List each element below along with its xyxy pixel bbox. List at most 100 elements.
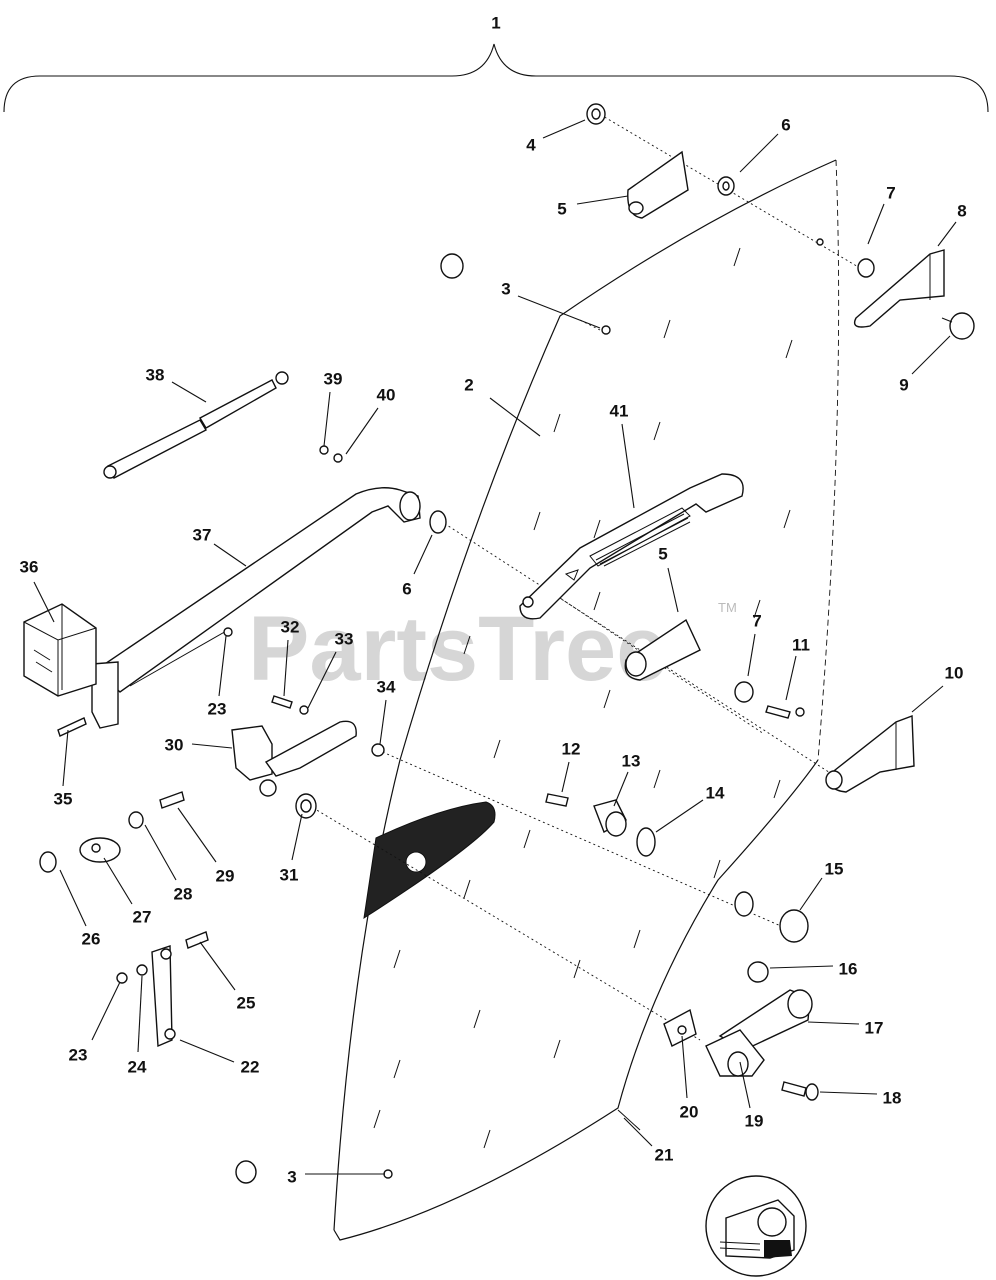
callout-c13: 13 <box>622 751 641 770</box>
part-23-rod-upper <box>223 627 233 637</box>
part-9-knob <box>941 312 975 340</box>
leader-line-c37 <box>213 543 247 567</box>
callout-c5b: 5 <box>658 544 667 563</box>
callout-c8: 8 <box>957 201 966 220</box>
part-7-washer-lower <box>734 681 754 703</box>
leader-line-c34 <box>379 699 387 745</box>
part-27-bushing <box>79 837 121 863</box>
part-11-screw <box>765 705 805 719</box>
callout-c10: 10 <box>945 663 964 682</box>
leader-line-c22 <box>179 1039 235 1063</box>
leader-line-c27 <box>103 857 133 905</box>
callout-c3b: 3 <box>287 1167 296 1186</box>
callout-c18: 18 <box>883 1088 902 1107</box>
callout-c19: 19 <box>745 1111 764 1130</box>
part-13-spacer <box>593 799 627 837</box>
callout-c6a: 6 <box>781 115 790 134</box>
watermark: PartsTree <box>248 598 667 700</box>
callout-c29: 29 <box>216 866 235 885</box>
leader-line-c5b <box>667 567 679 613</box>
leader-line-c33 <box>307 651 337 709</box>
part-24-washer <box>136 964 148 976</box>
leader-line-c9 <box>911 335 951 375</box>
leader-line-c6b <box>413 534 433 575</box>
leader-line-c25 <box>199 941 236 991</box>
part-3-bumper-lower <box>235 1160 393 1184</box>
part-41-handle <box>519 473 744 620</box>
leader-line-c26 <box>59 869 87 927</box>
part-39-screw <box>319 445 329 455</box>
leader-line-c41 <box>621 423 635 509</box>
leader-line-c18 <box>819 1091 878 1095</box>
callout-c17: 17 <box>865 1018 884 1037</box>
leader-line-c15 <box>799 877 823 911</box>
callout-c41: 41 <box>610 401 629 420</box>
part-6-washer-lower <box>429 510 447 534</box>
part-37-arm <box>91 487 421 729</box>
leader-line-c10 <box>911 685 944 713</box>
callout-c2: 2 <box>464 375 473 394</box>
assembly-lines <box>299 111 861 1041</box>
leader-line-c3a <box>517 295 601 329</box>
leader-line-c29 <box>177 807 217 863</box>
callout-c37: 37 <box>193 525 212 544</box>
leader-line-c7b <box>747 633 756 677</box>
glass-decal <box>363 801 496 920</box>
callout-c25: 25 <box>237 993 256 1012</box>
leader-line-c40 <box>345 407 379 455</box>
callout-c21: 21 <box>655 1145 674 1164</box>
part-12-screw <box>545 793 569 807</box>
leader-line-c20 <box>681 1035 688 1099</box>
part-16-washer <box>747 961 769 983</box>
callout-c20: 20 <box>680 1102 699 1121</box>
leader-line-c12 <box>561 761 570 793</box>
part-3-bumper-upper <box>440 253 611 335</box>
leader-line-c4 <box>542 119 586 139</box>
leader-line-c5a <box>576 195 629 205</box>
part-36-block <box>23 603 97 697</box>
part-31-washer <box>295 793 317 819</box>
callout-c3a: 3 <box>501 279 510 298</box>
part-10-hinge <box>825 715 915 793</box>
callout-c5a: 5 <box>557 199 566 218</box>
watermark-trademark: TM <box>718 600 737 615</box>
part-26-washer <box>39 851 57 873</box>
callout-c31: 31 <box>280 865 299 884</box>
leader-line-c19 <box>739 1061 751 1109</box>
callout-c7a: 7 <box>886 183 895 202</box>
leader-line-c21 <box>623 1117 653 1147</box>
callout-c11: 11 <box>792 635 810 654</box>
part-21-seal-detail <box>617 1109 807 1277</box>
callout-c38: 38 <box>146 365 165 384</box>
leader-line-c30 <box>191 743 233 749</box>
part-40-washer <box>333 453 343 463</box>
callout-c28: 28 <box>174 884 193 903</box>
leader-line-c38 <box>171 381 207 403</box>
callout-c30: 30 <box>165 735 184 754</box>
part-19-latch-body <box>705 1029 765 1077</box>
part-6-washer-upper <box>717 176 735 196</box>
callout-c23a: 23 <box>208 699 227 718</box>
glass-panel <box>333 159 840 1241</box>
part-5-bracket-upper <box>627 150 689 219</box>
leader-line-c23a <box>218 635 227 697</box>
callout-c27: 27 <box>133 907 152 926</box>
callout-c35: 35 <box>54 789 73 808</box>
part-5-bracket-lower <box>624 618 701 681</box>
callout-c6b: 6 <box>402 579 411 598</box>
callout-c4: 4 <box>526 135 536 154</box>
callout-c12: 12 <box>562 739 581 758</box>
callout-c15: 15 <box>825 859 844 878</box>
leader-line-c24 <box>137 975 143 1053</box>
callout-c22: 22 <box>241 1057 260 1076</box>
leader-line-c36 <box>33 581 55 623</box>
part-4-washer <box>586 103 606 125</box>
leader-line-c14 <box>655 799 704 833</box>
callout-c14: 14 <box>706 783 725 802</box>
callout-c40: 40 <box>377 385 396 404</box>
part-22-link <box>151 945 176 1048</box>
part-25-screw <box>185 931 209 949</box>
leader-line-c31 <box>291 813 303 861</box>
callout-c39: 39 <box>324 369 343 388</box>
part-32-bolt <box>271 695 293 709</box>
